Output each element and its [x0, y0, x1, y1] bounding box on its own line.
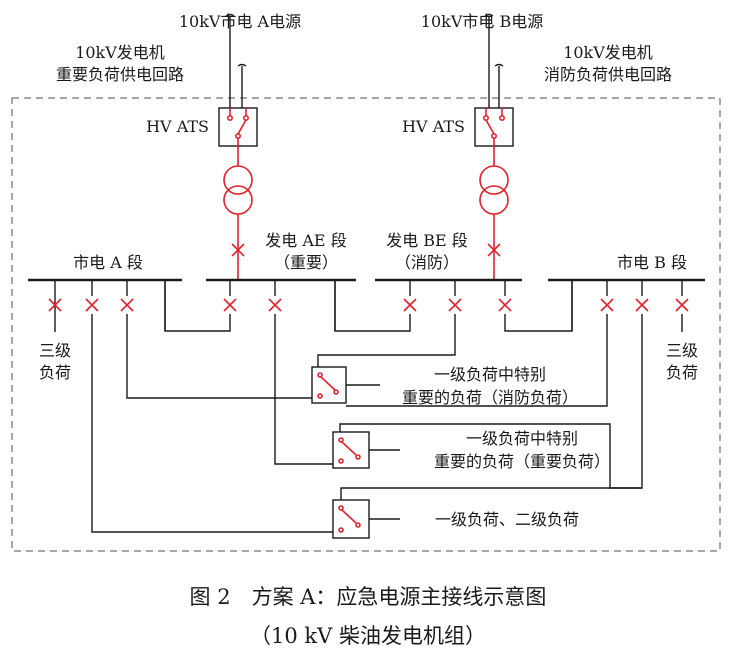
tie-city-a-to-ae — [164, 280, 231, 332]
load-special-fire-label-2: 重要的负荷（消防负荷） — [402, 388, 578, 407]
bus-generator-ae-label-1: 发电 AE 段 — [265, 231, 346, 250]
feeder-city-b — [484, 13, 494, 108]
tie-be-to-city-b — [504, 280, 573, 332]
breaker-ae-important — [268, 298, 282, 312]
breaker-be-tie — [403, 298, 417, 312]
transfer-switch-important — [332, 431, 370, 469]
bus-generator-be-label-2: （消防） — [395, 253, 459, 272]
load-special-fire-label-1: 一级负荷中特别 — [434, 365, 546, 384]
hv-ats-left-label: HV ATS — [146, 117, 209, 136]
breaker-be-incoming — [487, 243, 501, 257]
feeder-primary-from-city-b — [340, 487, 642, 500]
bus-city-b-label: 市电 B 段 — [617, 253, 687, 272]
breaker-be-to-b — [498, 298, 512, 312]
feeder-city-a — [225, 13, 235, 108]
transformer-right — [479, 165, 509, 215]
load-special-important-label-2: 重要的负荷（重要负荷） — [434, 452, 610, 471]
breaker-be-fire — [448, 298, 462, 312]
outgoing-breakers — [48, 280, 689, 332]
generator-fire-label-2: 消防负荷供电回路 — [544, 65, 672, 84]
source-b-label: 10kV市电 B电源 — [421, 12, 543, 31]
tertiary-load-right-label-2: 负荷 — [666, 363, 698, 382]
generator-important-label-2: 重要负荷供电回路 — [56, 65, 184, 84]
hv-ats-right-label: HV ATS — [402, 117, 465, 136]
feeder-important-from-city-b — [339, 314, 643, 489]
figure-caption-title: 图 2 方案 A：应急电源主接线示意图 — [190, 585, 547, 609]
generator-fire-label-1: 10kV发电机 — [563, 43, 653, 62]
system-boundary — [11, 97, 721, 552]
transformer-left — [223, 165, 253, 215]
tertiary-load-right-label-1: 三级 — [666, 341, 698, 360]
breaker-ae-incoming — [231, 243, 245, 257]
feeder-fire-from-city-a — [126, 314, 312, 399]
tertiary-load-left-label-1: 三级 — [39, 341, 71, 360]
breaker-primary-b — [635, 298, 649, 312]
feeder-fire-from-city-b — [346, 314, 608, 407]
transfer-switch-primary — [332, 499, 370, 539]
breaker-tertiary-right — [675, 298, 689, 312]
feeder-important-from-gen-ae — [274, 314, 333, 465]
bus-generator-ae-label-2: （重要） — [274, 253, 338, 272]
breaker-tertiary-left — [48, 298, 62, 312]
breaker-fire-b — [600, 298, 614, 312]
feeder-primary-from-city-a — [91, 314, 333, 533]
bus-generator-be-label-1: 发电 BE 段 — [386, 231, 468, 250]
bus-city-a-label: 市电 A 段 — [73, 253, 143, 272]
transfer-switch-fire — [311, 366, 347, 404]
load-special-important-label-1: 一级负荷中特别 — [466, 429, 578, 448]
source-a-label: 10kV市电 A电源 — [179, 12, 301, 31]
hv-ats-right — [474, 107, 514, 147]
load-primary-secondary-label: 一级负荷、二级负荷 — [435, 510, 579, 529]
tie-ae-to-be — [334, 280, 411, 332]
breaker-primary-a — [85, 298, 99, 312]
figure-caption-subtitle: （10 kV 柴油发电机组） — [250, 624, 486, 648]
breaker-fire-a — [120, 298, 134, 312]
generator-important-label-1: 10kV发电机 — [75, 43, 165, 62]
feeder-fire-from-gen-be — [317, 314, 456, 367]
feeder-generator-important — [237, 63, 247, 108]
breaker-ae-tie — [223, 298, 237, 312]
tertiary-load-left-label-2: 负荷 — [39, 363, 71, 382]
hv-ats-left — [218, 107, 258, 147]
feeder-generator-fire — [494, 63, 504, 108]
